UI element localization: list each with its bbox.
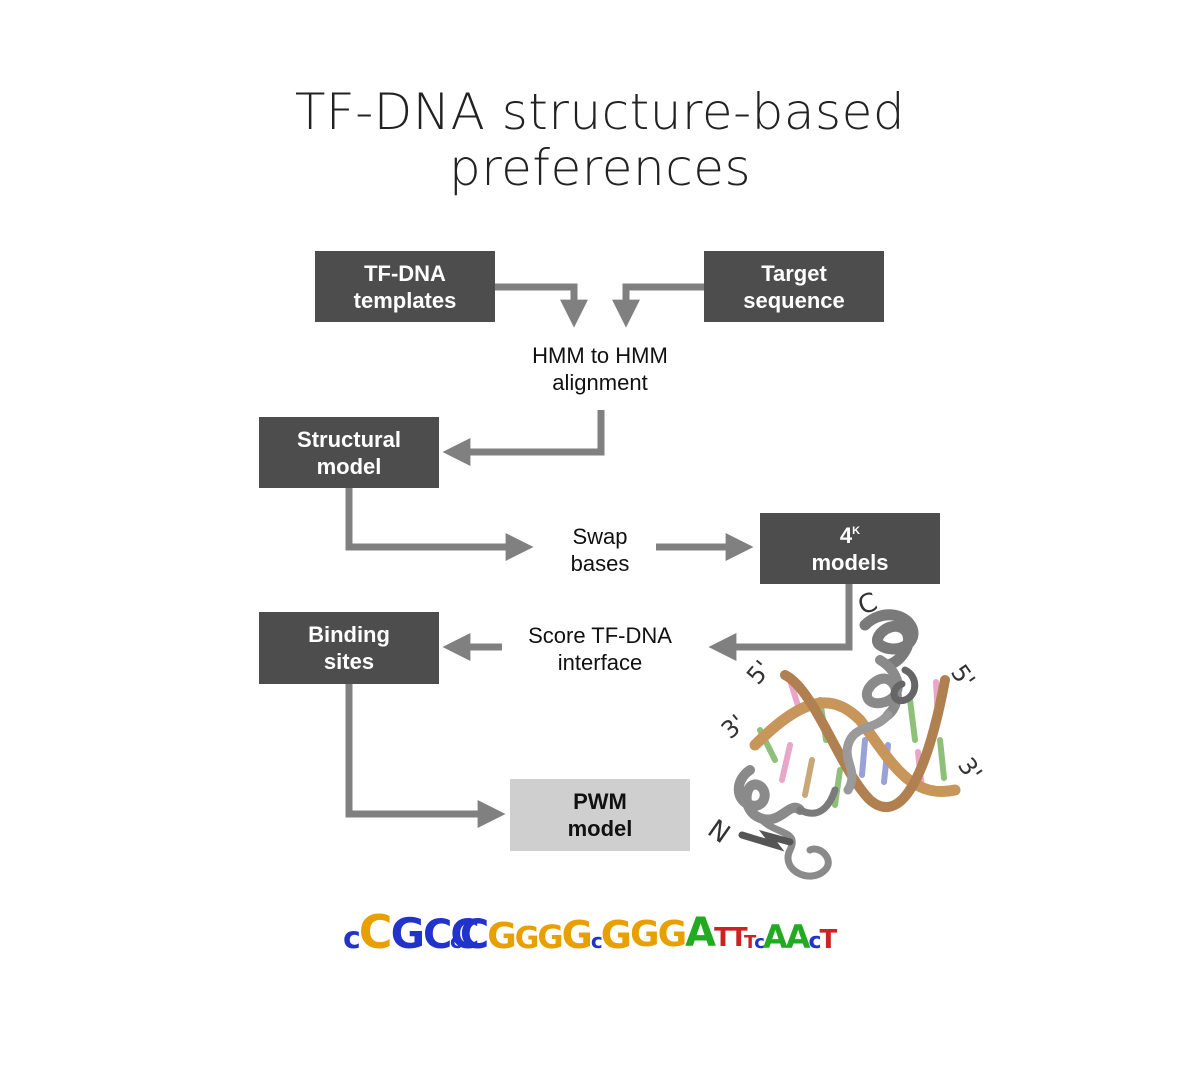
swap-bases-label: Swap bases (520, 523, 680, 577)
structural-line-2: model (316, 453, 382, 479)
pwm-line-2: model (567, 816, 633, 841)
title-line-2: preferences (448, 139, 752, 197)
three-prime-left-label: 3' (716, 709, 751, 745)
binding-line-1: Binding (308, 622, 390, 647)
models-line-1: 4K (840, 522, 860, 549)
arrow-target-to-alignment (612, 283, 704, 328)
arrow-templates-to-alignment (494, 283, 588, 328)
arrow-alignment-to-structural (442, 410, 605, 466)
arrow-models-to-score (708, 584, 853, 661)
models-line-2: models (811, 549, 889, 575)
c-terminus-label: C (854, 587, 881, 621)
five-prime-left-label: 5' (741, 655, 777, 690)
templates-line-2: templates (353, 287, 457, 313)
five-prime-right-label: 5' (945, 659, 980, 693)
tf-dna-templates-box: TF-DNA templates (315, 251, 495, 322)
swap-line-2: bases (570, 551, 630, 576)
target-sequence-box: Target sequence (704, 251, 884, 322)
score-line-2: interface (557, 650, 643, 675)
structural-model-box: Structural model (259, 417, 439, 488)
score-line-1: Score TF-DNA (528, 623, 672, 648)
figure-title: TF-DNA structure-based preferences (0, 84, 1200, 196)
structural-line-1: Structural (297, 426, 401, 452)
target-line-1: Target (761, 260, 827, 286)
alignment-line-1: HMM to HMM (532, 343, 668, 368)
sequence-logo-1: cCGCC (343, 905, 480, 959)
sequence-logo-4: TcAAcT (744, 918, 837, 956)
dna-backbone-strand-1 (749, 697, 961, 797)
binding-line-2: sites (323, 649, 375, 674)
three-prime-right-label: 3' (952, 752, 987, 786)
alignment-line-2: alignment (552, 370, 648, 395)
templates-line-1: TF-DNA (364, 260, 446, 286)
pwm-model-box: PWM model (510, 779, 690, 851)
sequence-logo-3: GGATT (630, 910, 748, 956)
sequence-logo-2: cCGGGGcG (450, 912, 632, 958)
models-exponent: K (852, 524, 861, 537)
title-line-1: TF-DNA structure-based (294, 83, 906, 141)
models-base: 4 (839, 522, 853, 548)
pwm-line-1: PWM (573, 789, 627, 814)
models-box: 4K models (760, 513, 940, 584)
n-terminus-label: N (702, 814, 735, 850)
target-line-2: sequence (743, 287, 845, 313)
dna-backbone-strand-2 (780, 670, 950, 812)
binding-sites-box: Binding sites (259, 612, 439, 684)
score-interface-label: Score TF-DNA interface (490, 622, 710, 676)
protein-ribbon (733, 609, 919, 880)
arrow-structural-to-swap (345, 488, 534, 561)
swap-line-1: Swap (572, 524, 628, 549)
arrow-binding-to-pwm (345, 684, 506, 828)
hmm-alignment-label: HMM to HMM alignment (480, 342, 720, 396)
